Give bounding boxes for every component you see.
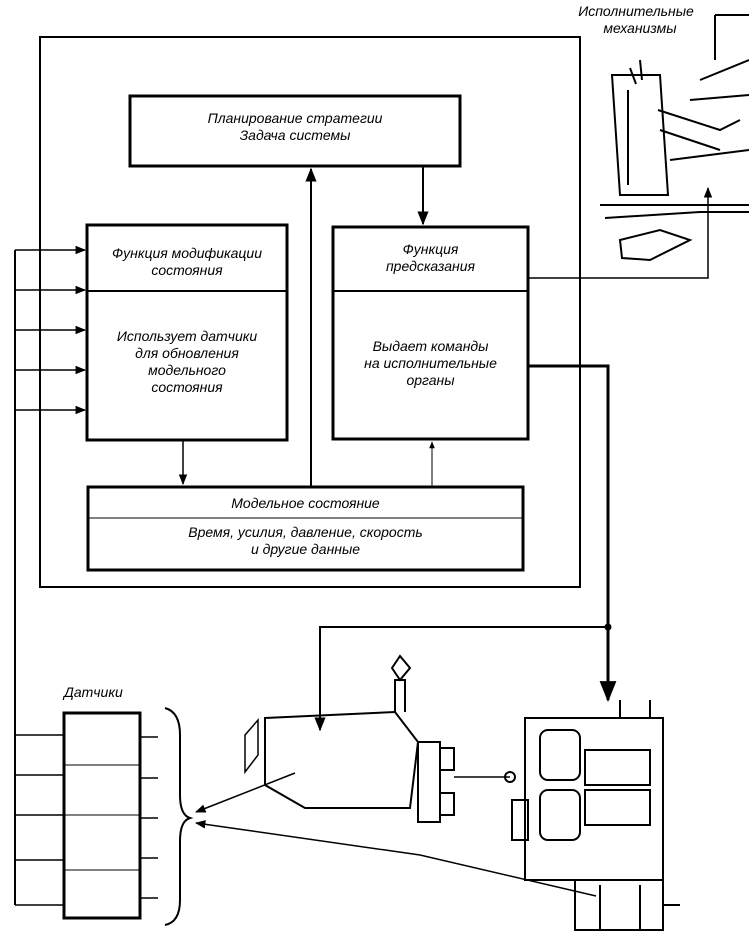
engine-illustration: [244, 654, 516, 823]
actuator-illustration: [600, 14, 749, 262]
state-modification-title: Функция модификации состояния: [112, 245, 262, 278]
actuators-label: Исполнительные механизмы: [578, 3, 694, 36]
sensors-label: Датчики: [64, 684, 123, 700]
prediction-title: Функция предсказания: [385, 241, 476, 274]
strategy-planning-block: [128, 94, 462, 168]
prediction-block: [331, 225, 530, 441]
model-state-body: Время, усилия, давление, скорость и друг…: [188, 524, 423, 557]
model-state-block: [86, 485, 525, 572]
state-modification-body: Использует датчики для обновления модель…: [116, 328, 258, 395]
line-commands-to-machinery: [528, 364, 617, 703]
line-commands-to-engine: [314, 626, 608, 732]
sensor-block: [15, 711, 158, 920]
model-state-title: Модельное состояние: [231, 495, 380, 511]
transmission-illustration: [511, 700, 680, 931]
prediction-body: Выдает команды на исполнительные органы: [364, 338, 497, 388]
arrow-transmission-to-sensors: [194, 820, 597, 897]
arrow-engine-to-sensors: [195, 772, 296, 813]
strategy-planning-label: Планирование стратегии Задача системы: [207, 110, 383, 143]
line-prediction-to-actuators: [528, 186, 713, 279]
control-system-frame: [39, 36, 581, 588]
sensor-brace: [164, 707, 194, 926]
state-modification-block: [85, 223, 289, 442]
